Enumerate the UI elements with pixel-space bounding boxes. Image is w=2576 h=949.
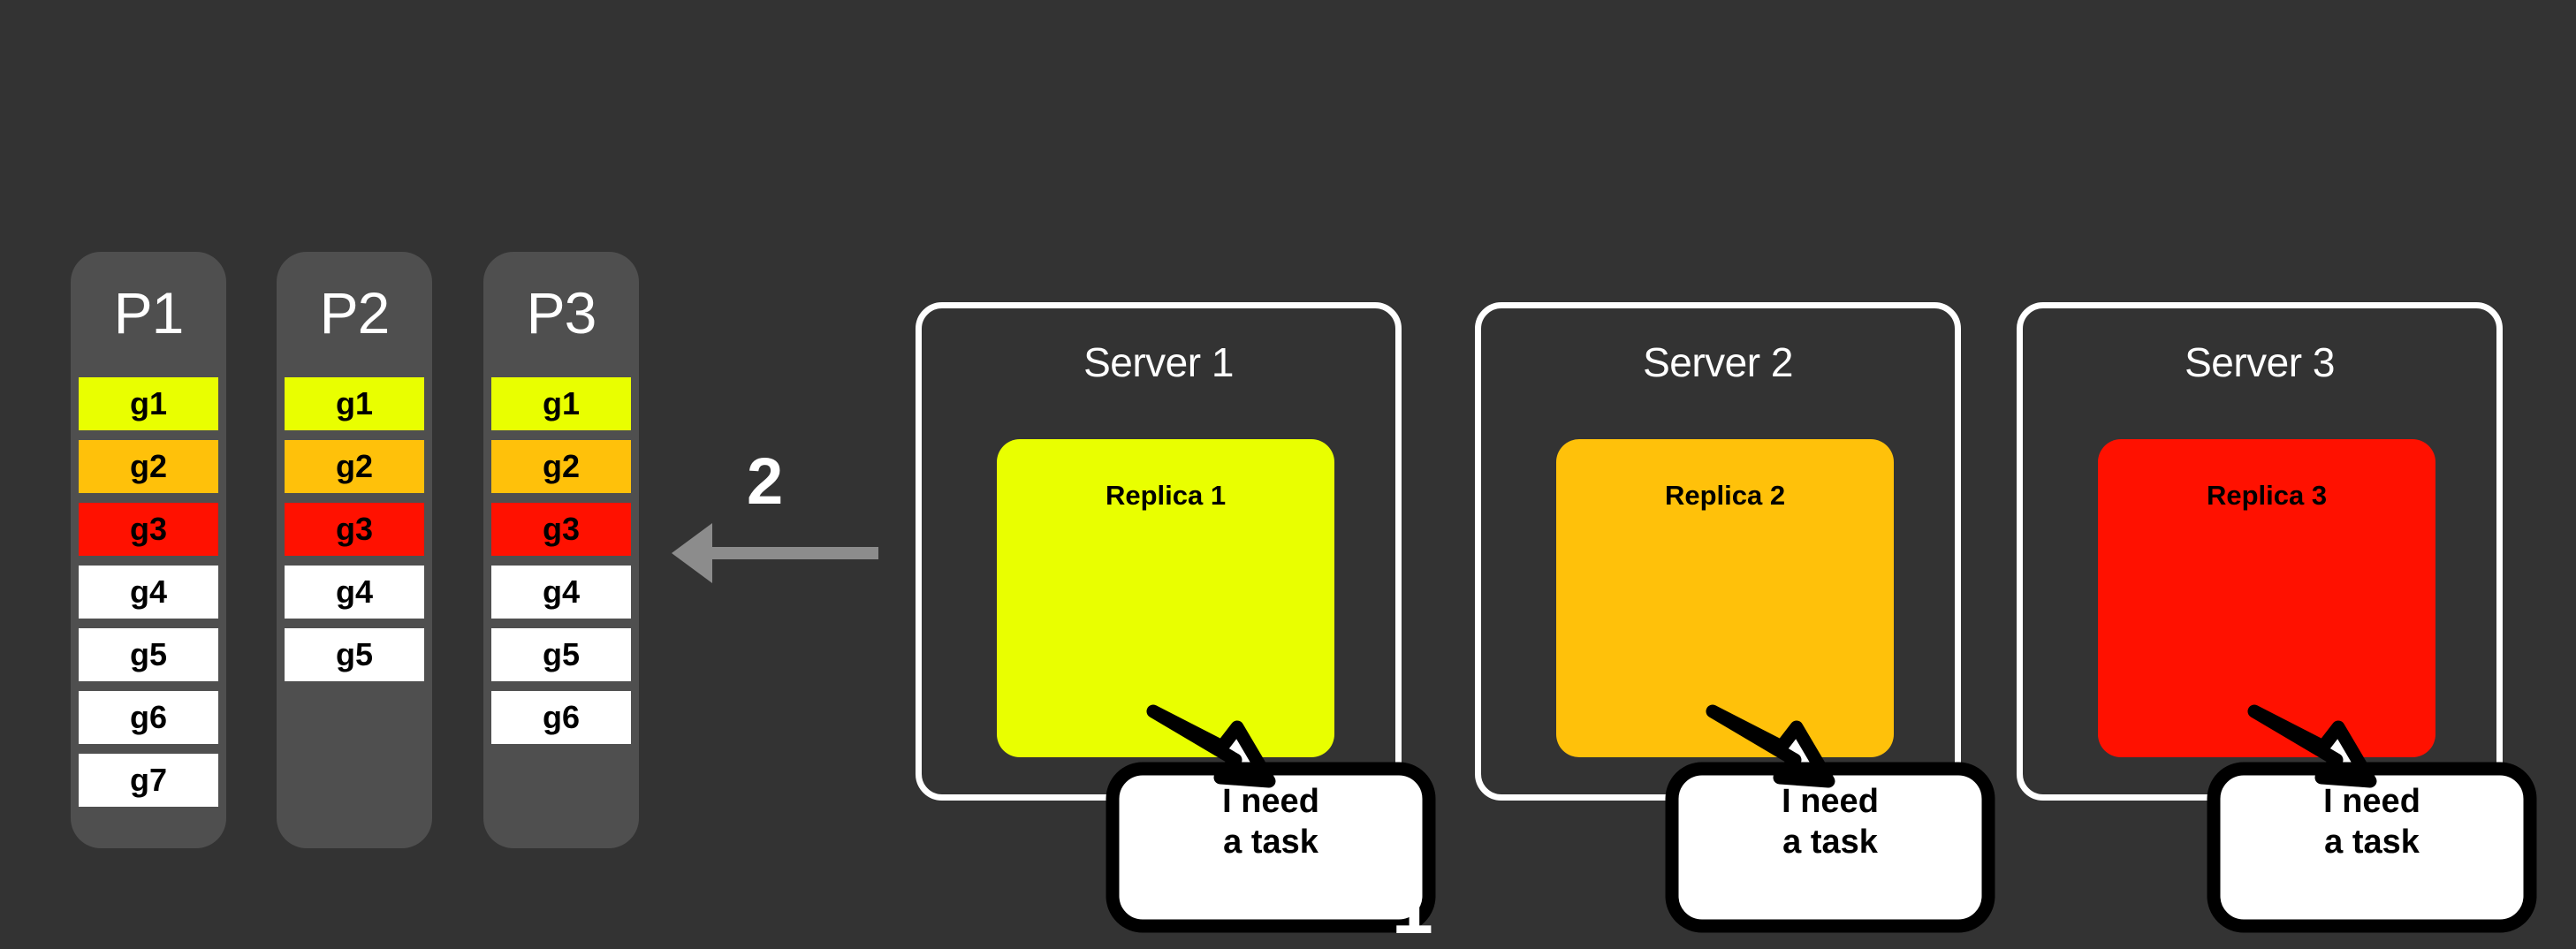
partition-slot-list: g1 g2 g3 g4 g5	[285, 377, 424, 691]
partition-slot[interactable]: g7	[79, 754, 218, 807]
partition-slot[interactable]: g6	[491, 691, 631, 744]
partition-slot[interactable]: g4	[79, 566, 218, 619]
server-title: Server 3	[2185, 339, 2335, 385]
partition-slot[interactable]: g5	[79, 628, 218, 681]
replica-box: Replica 1	[997, 439, 1334, 757]
partition-slot[interactable]: g1	[285, 377, 424, 430]
step-number-1: 1	[1392, 866, 1433, 949]
partition-slot[interactable]: g6	[79, 691, 218, 744]
arrow-head-icon	[672, 523, 712, 583]
partition-slot[interactable]: g5	[285, 628, 424, 681]
partition-slot[interactable]: g5	[491, 628, 631, 681]
replica-label: Replica 2	[1664, 480, 1786, 511]
partition-slot[interactable]: g2	[79, 440, 218, 493]
partition-slot[interactable]: g1	[491, 377, 631, 430]
partition-label: P3	[526, 280, 597, 345]
speech-bubble-text-3: I need a task	[2323, 783, 2420, 862]
server-box-3: Server 3 Replica 3	[2017, 302, 2503, 801]
partition-slot[interactable]: g3	[79, 503, 218, 556]
partition-slot[interactable]: g2	[491, 440, 631, 493]
speech-bubble-text-1: I need a task	[1222, 783, 1319, 862]
replica-box: Replica 3	[2098, 439, 2435, 757]
partition-slot[interactable]: g1	[79, 377, 218, 430]
step-number-2: 2	[747, 444, 784, 518]
partition-slot-list: g1 g2 g3 g4 g5 g6 g7	[79, 377, 218, 816]
partition-slot[interactable]: g3	[285, 503, 424, 556]
server-box-2: Server 2 Replica 2	[1475, 302, 1961, 801]
server-title: Server 1	[1083, 339, 1234, 385]
partition-slot[interactable]: g4	[285, 566, 424, 619]
replica-label: Replica 1	[1105, 480, 1227, 511]
partition-column-p2: P2 g1 g2 g3 g4 g5	[277, 252, 432, 848]
partition-slot[interactable]: g2	[285, 440, 424, 493]
partition-slot-list: g1 g2 g3 g4 g5 g6	[491, 377, 631, 754]
replica-label: Replica 3	[2206, 480, 2328, 511]
partition-column-p3: P3 g1 g2 g3 g4 g5 g6	[483, 252, 639, 848]
partition-slot[interactable]: g3	[491, 503, 631, 556]
flow-arrow-left	[672, 523, 878, 583]
partition-slot[interactable]: g4	[491, 566, 631, 619]
speech-bubble-text-2: I need a task	[1782, 783, 1879, 862]
arrow-shaft	[710, 547, 878, 559]
server-title: Server 2	[1643, 339, 1793, 385]
replica-box: Replica 2	[1556, 439, 1894, 757]
partition-column-p1: P1 g1 g2 g3 g4 g5 g6 g7	[71, 252, 226, 848]
server-box-1: Server 1 Replica 1	[916, 302, 1402, 801]
partition-label: P2	[319, 280, 391, 345]
partition-label: P1	[113, 280, 185, 345]
